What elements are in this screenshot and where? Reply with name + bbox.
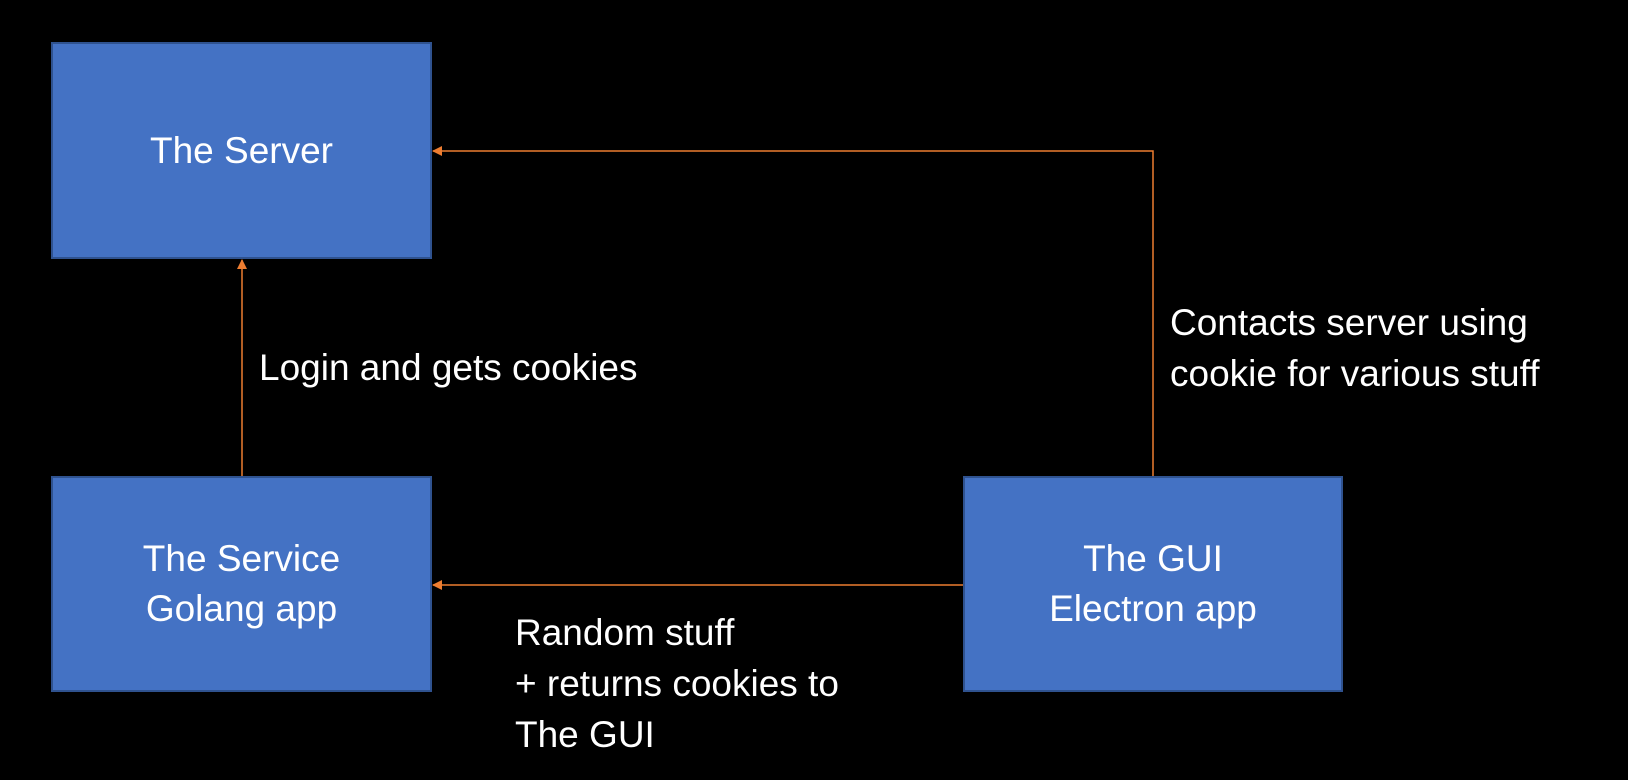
service-node: The Service Golang app: [51, 476, 432, 692]
edge-label-random-stuff: Random stuff + returns cookies to The GU…: [515, 607, 839, 760]
edge-label-contacts-line-1: Contacts server using: [1170, 302, 1528, 343]
gui-node-subtitle: Electron app: [1049, 588, 1257, 629]
service-node-subtitle: Golang app: [145, 588, 338, 629]
gui-node: The GUI Electron app: [963, 476, 1343, 692]
edge-label-login: Login and gets cookies: [259, 342, 638, 393]
gui-node-title: The GUI: [1083, 538, 1223, 579]
arrow-gui-to-server: [432, 146, 1154, 476]
edge-label-contacts-line-2: cookie for various stuff: [1170, 353, 1540, 394]
edge-label-random-line-3: The GUI: [515, 714, 655, 755]
edge-label-contacts-server: Contacts server using cookie for various…: [1170, 297, 1540, 399]
server-node-label: The Server: [149, 129, 333, 171]
edge-label-login-line: Login and gets cookies: [259, 347, 638, 388]
server-node: The Server: [51, 42, 432, 259]
edge-label-random-line-2: + returns cookies to: [515, 663, 839, 704]
service-node-title: The Service: [142, 538, 341, 579]
edge-label-random-line-1: Random stuff: [515, 612, 735, 653]
